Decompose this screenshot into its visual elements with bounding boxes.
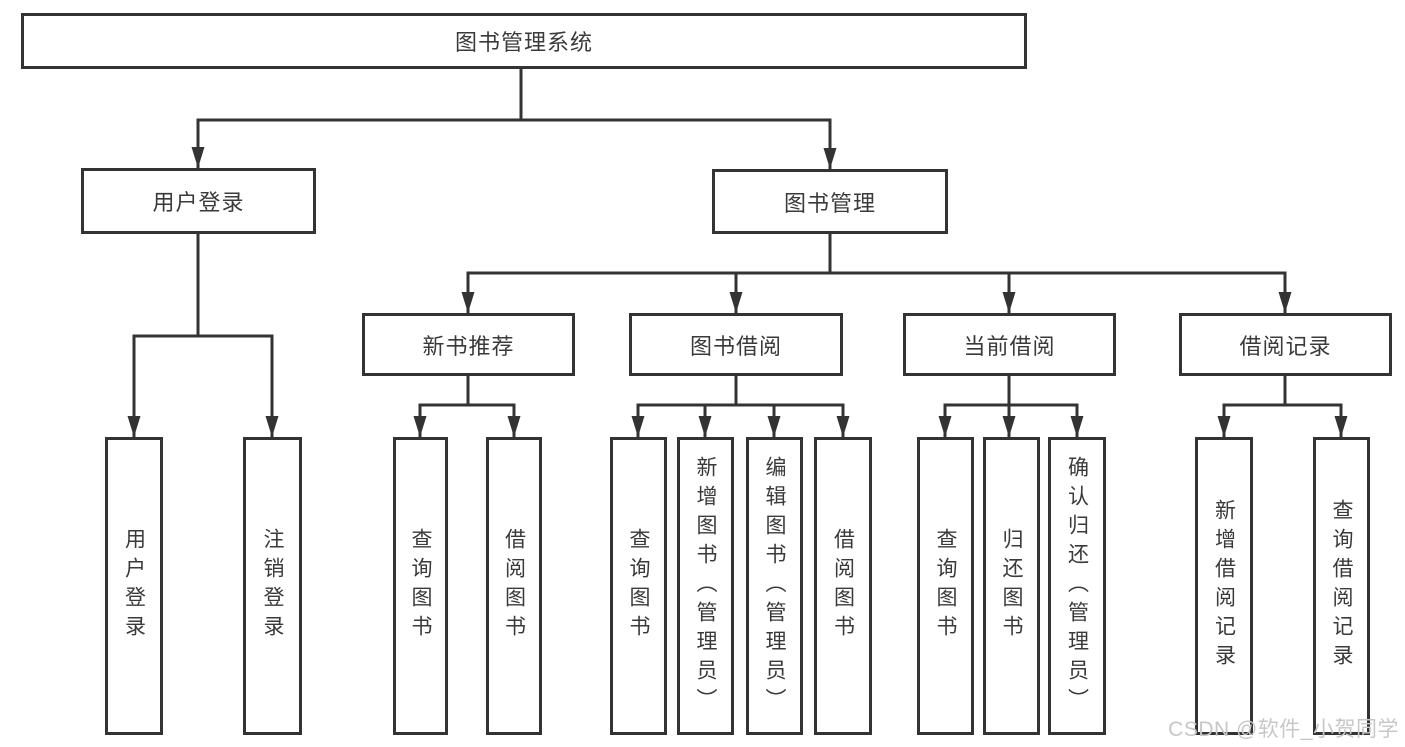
node-root-book-management-system: 图书管理系统 [21,13,1027,69]
leaf-borrow-books-recommend: 借阅图书 [486,437,542,735]
csdn-watermark: CSDN @软件_小贺同学 [1168,718,1399,741]
leaf-user-login: 用户登录 [105,437,163,735]
leaf-query-books-current: 查询图书 [917,437,974,735]
leaf-query-borrow-record: 查询借阅记录 [1313,437,1370,735]
leaf-query-books-recommend: 查询图书 [393,437,448,735]
node-user-login: 用户登录 [81,168,316,234]
leaf-borrow-books: 借阅图书 [814,437,872,735]
leaf-confirm-return-admin: 确认归还（管理员） [1048,437,1106,735]
leaf-logout: 注销登录 [243,437,302,735]
node-book-borrow: 图书借阅 [629,313,843,376]
node-book-management: 图书管理 [712,169,948,234]
node-current-borrow: 当前借阅 [903,313,1116,376]
leaf-edit-books-admin: 编辑图书（管理员） [746,437,803,735]
leaf-add-borrow-record: 新增借阅记录 [1195,437,1253,735]
node-new-book-recommend: 新书推荐 [362,313,575,376]
leaf-return-books: 归还图书 [983,437,1040,735]
leaf-query-books-borrow: 查询图书 [610,437,667,735]
node-borrow-records: 借阅记录 [1179,313,1392,376]
leaf-add-books-admin: 新增图书（管理员） [677,437,734,735]
